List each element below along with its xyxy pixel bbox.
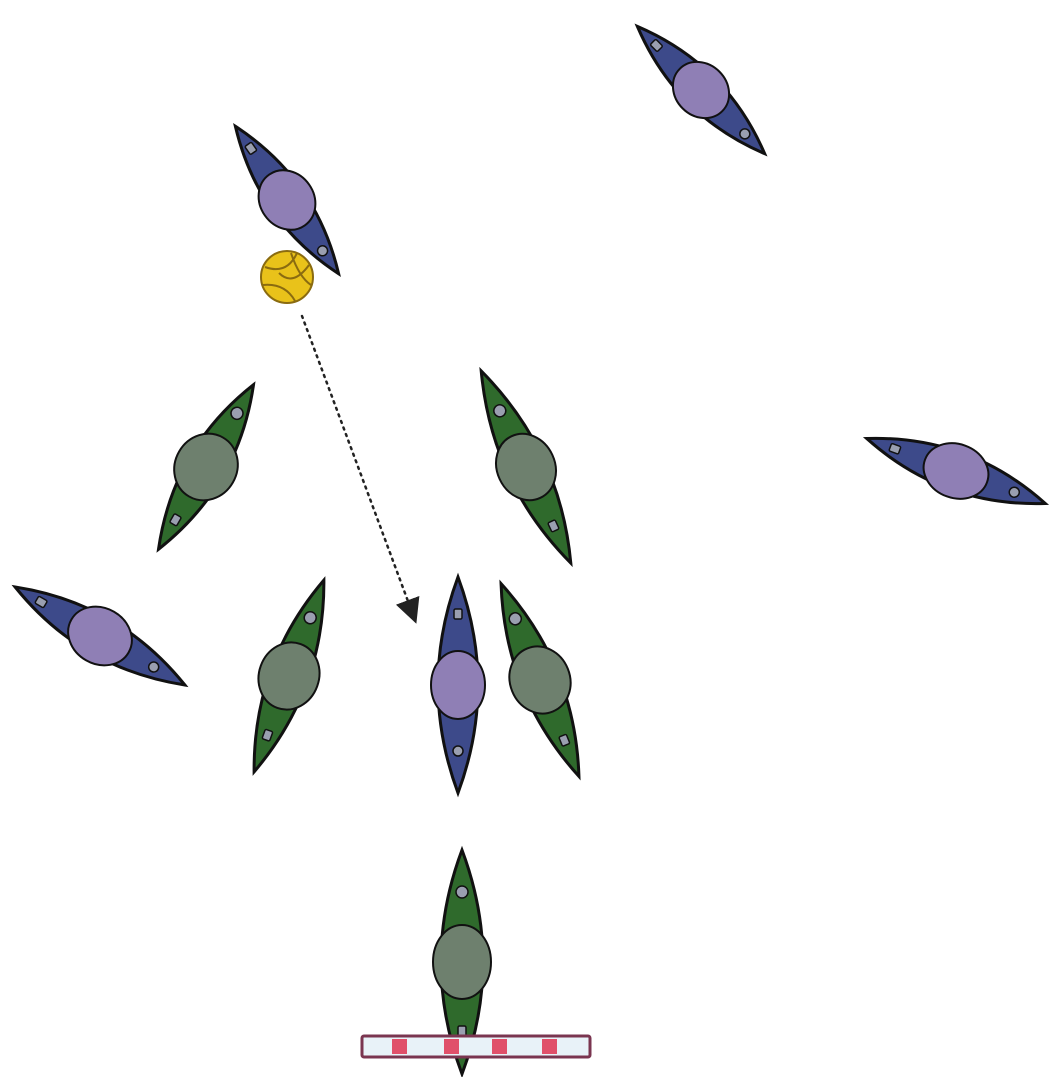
blue-center-kayak — [431, 577, 485, 793]
water-polo-ball-icon — [261, 251, 313, 303]
green-kayak-center-upper — [455, 359, 597, 576]
pass-arrow — [302, 316, 412, 612]
blue-kayak-left-wing — [1, 563, 199, 709]
green-kayak-left-lower — [226, 570, 352, 782]
blue-kayak-right-wing — [857, 413, 1051, 529]
goal-bar — [362, 1036, 590, 1057]
green-kayak-center-right — [473, 572, 607, 787]
blue-kayak-top-right — [619, 8, 783, 172]
green-kayak-left-upper — [132, 369, 281, 565]
